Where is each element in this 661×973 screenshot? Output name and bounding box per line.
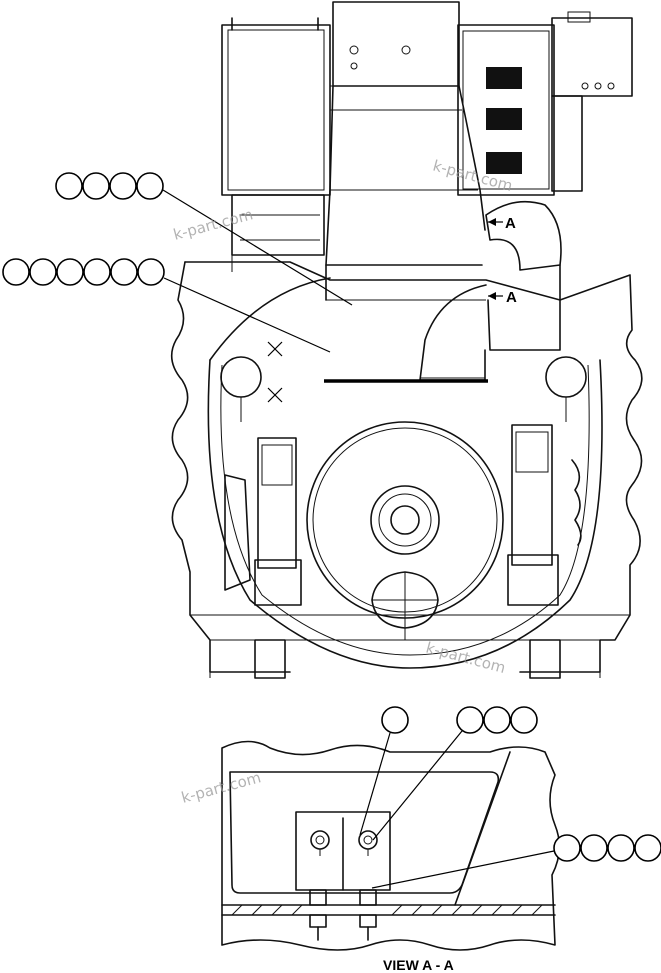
balloon [483,706,511,734]
vent-grille-1 [486,67,522,89]
leader-line [371,850,555,889]
balloon-group-view-right [371,834,661,889]
leader-line [359,732,391,836]
left-tank [220,356,262,422]
right-tank [545,356,587,422]
base-feet [209,639,601,679]
balloon [381,706,409,734]
cross-markers [267,341,283,403]
watermark: k-part.com [179,768,263,807]
section-arrow-lower: A [488,289,517,306]
balloon [137,258,165,286]
floor-hatching [231,904,543,916]
balloon [56,258,84,286]
balloon [553,834,581,862]
right-cabinet [457,11,633,196]
balloon-group-view-single [359,706,409,836]
balloon-group-view-triple [372,706,538,841]
section-label-upper: A [505,215,516,232]
balloon [82,172,110,200]
balloon-group-top-2 [2,258,331,353]
machine-front-view: A A [170,1,643,679]
mounting-bracket [295,811,391,891]
anchor-bolts [309,889,377,941]
leader-line [163,277,331,353]
balloon [607,834,635,862]
balloon [2,258,30,286]
balloon [55,172,83,200]
section-label-lower: A [506,289,517,306]
central-stack [325,1,486,301]
left-drive-assembly [224,437,302,606]
watermark: k-part.com [424,638,508,677]
view-caption: VIEW A - A [383,957,454,973]
balloon [456,706,484,734]
section-arrow-upper: A [488,215,516,232]
balloon [634,834,661,862]
balloon [109,172,137,200]
balloon [136,172,164,200]
balloon [580,834,608,862]
balloon [110,258,138,286]
vent-grille-2 [486,108,522,130]
flywheel [306,421,504,640]
right-drive-assembly [507,424,582,606]
vent-grille-3 [486,152,522,174]
intake-duct [419,200,562,381]
balloon [29,258,57,286]
leader-line [372,730,463,841]
balloon [510,706,538,734]
left-cabinet [221,17,331,272]
view-a-a-detail [221,740,561,951]
balloon-group-top-1 [55,172,353,306]
leader-line [162,189,353,306]
balloon [83,258,111,286]
